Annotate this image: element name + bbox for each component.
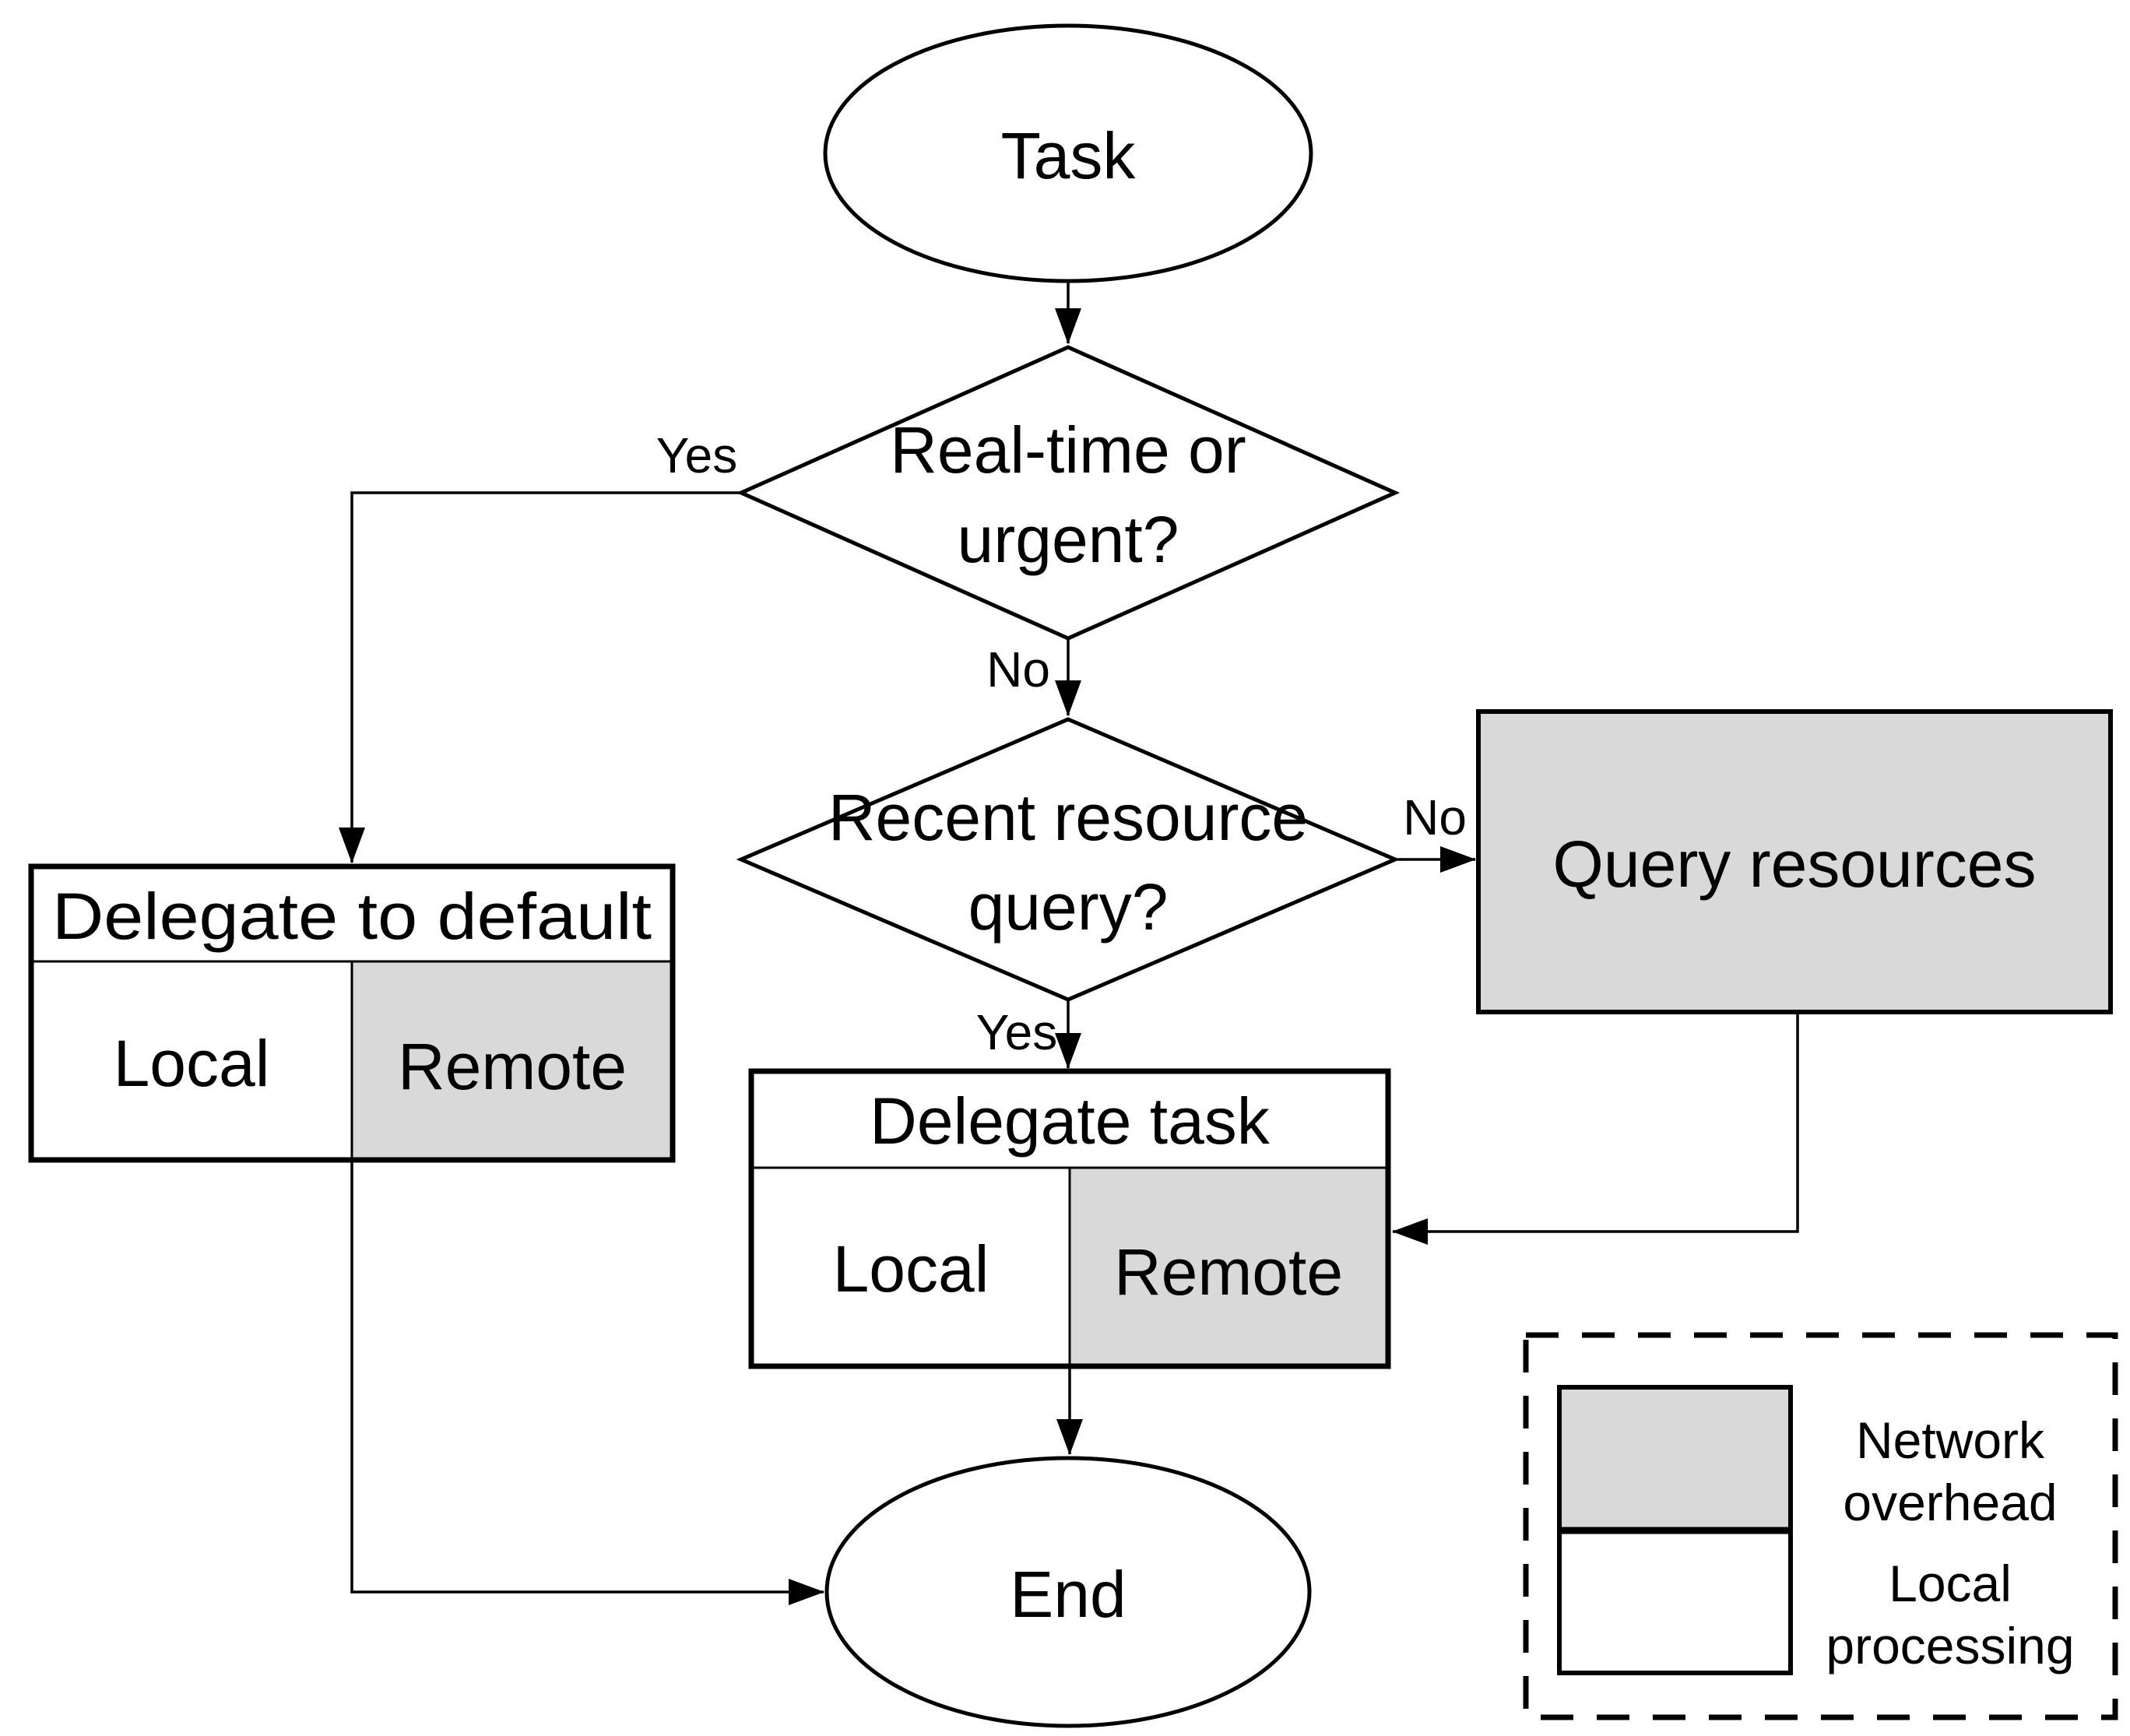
- legend-local-processing-swatch: [1559, 1530, 1791, 1673]
- delegate-task-remote-cell: [1070, 1168, 1388, 1366]
- delegate-default-remote-label: Remote: [398, 1030, 627, 1103]
- delegate-task-border: [748, 1068, 1391, 1369]
- legend-network-label-line2: overhead: [1843, 1474, 2057, 1531]
- edge-delegate-default-to-end: [350, 1160, 824, 1605]
- resource-decision-label-line1: Recent resource: [828, 781, 1308, 854]
- delegate-task-local-label: Local: [833, 1232, 989, 1306]
- delegate-default-box: Delegate to default Local Remote: [28, 863, 676, 1163]
- edge-query-to-delegate-task: [1392, 1012, 1799, 1245]
- realtime-decision-diamond: [736, 345, 1401, 641]
- query-resources-box: [1476, 709, 2113, 1014]
- legend-network-overhead-swatch: [1559, 1387, 1791, 1530]
- resource-decision-label-line2: query?: [968, 870, 1169, 944]
- delegate-task-title: Delegate task: [870, 1084, 1271, 1158]
- delegate-task-box: Delegate task Local Remote: [748, 1068, 1391, 1369]
- realtime-decision-label-line1: Real-time or: [890, 413, 1246, 487]
- realtime-yes-label: Yes: [656, 427, 737, 483]
- legend: Network overhead Local processing: [1523, 1332, 2118, 1720]
- legend-network-label-line1: Network: [1856, 1411, 2045, 1469]
- delegate-default-title: Delegate to default: [52, 880, 652, 953]
- query-resources-label: Query resources: [1553, 828, 2037, 901]
- edge-realtime-yes-to-delegate-default: [339, 491, 741, 863]
- end-label: End: [1010, 1558, 1126, 1631]
- delegate-default-remote-cell: [352, 961, 673, 1160]
- delegate-default-border: [28, 863, 676, 1163]
- delegate-task-remote-label: Remote: [1114, 1235, 1343, 1309]
- legend-local-label-line2: processing: [1826, 1617, 2074, 1675]
- task-label: Task: [1001, 119, 1137, 192]
- realtime-no-label: No: [986, 641, 1050, 698]
- legend-swatch-border: [1557, 1385, 1793, 1675]
- end-node: [824, 1456, 1312, 1728]
- resource-decision-diamond: [736, 717, 1401, 1002]
- legend-local-label-line1: Local: [1889, 1555, 2012, 1612]
- resource-yes-label: Yes: [976, 1004, 1057, 1060]
- task-node: [823, 23, 1313, 283]
- resource-no-label: No: [1403, 789, 1467, 845]
- delegate-default-local-label: Local: [114, 1027, 270, 1100]
- realtime-decision-label-line2: urgent?: [958, 503, 1179, 576]
